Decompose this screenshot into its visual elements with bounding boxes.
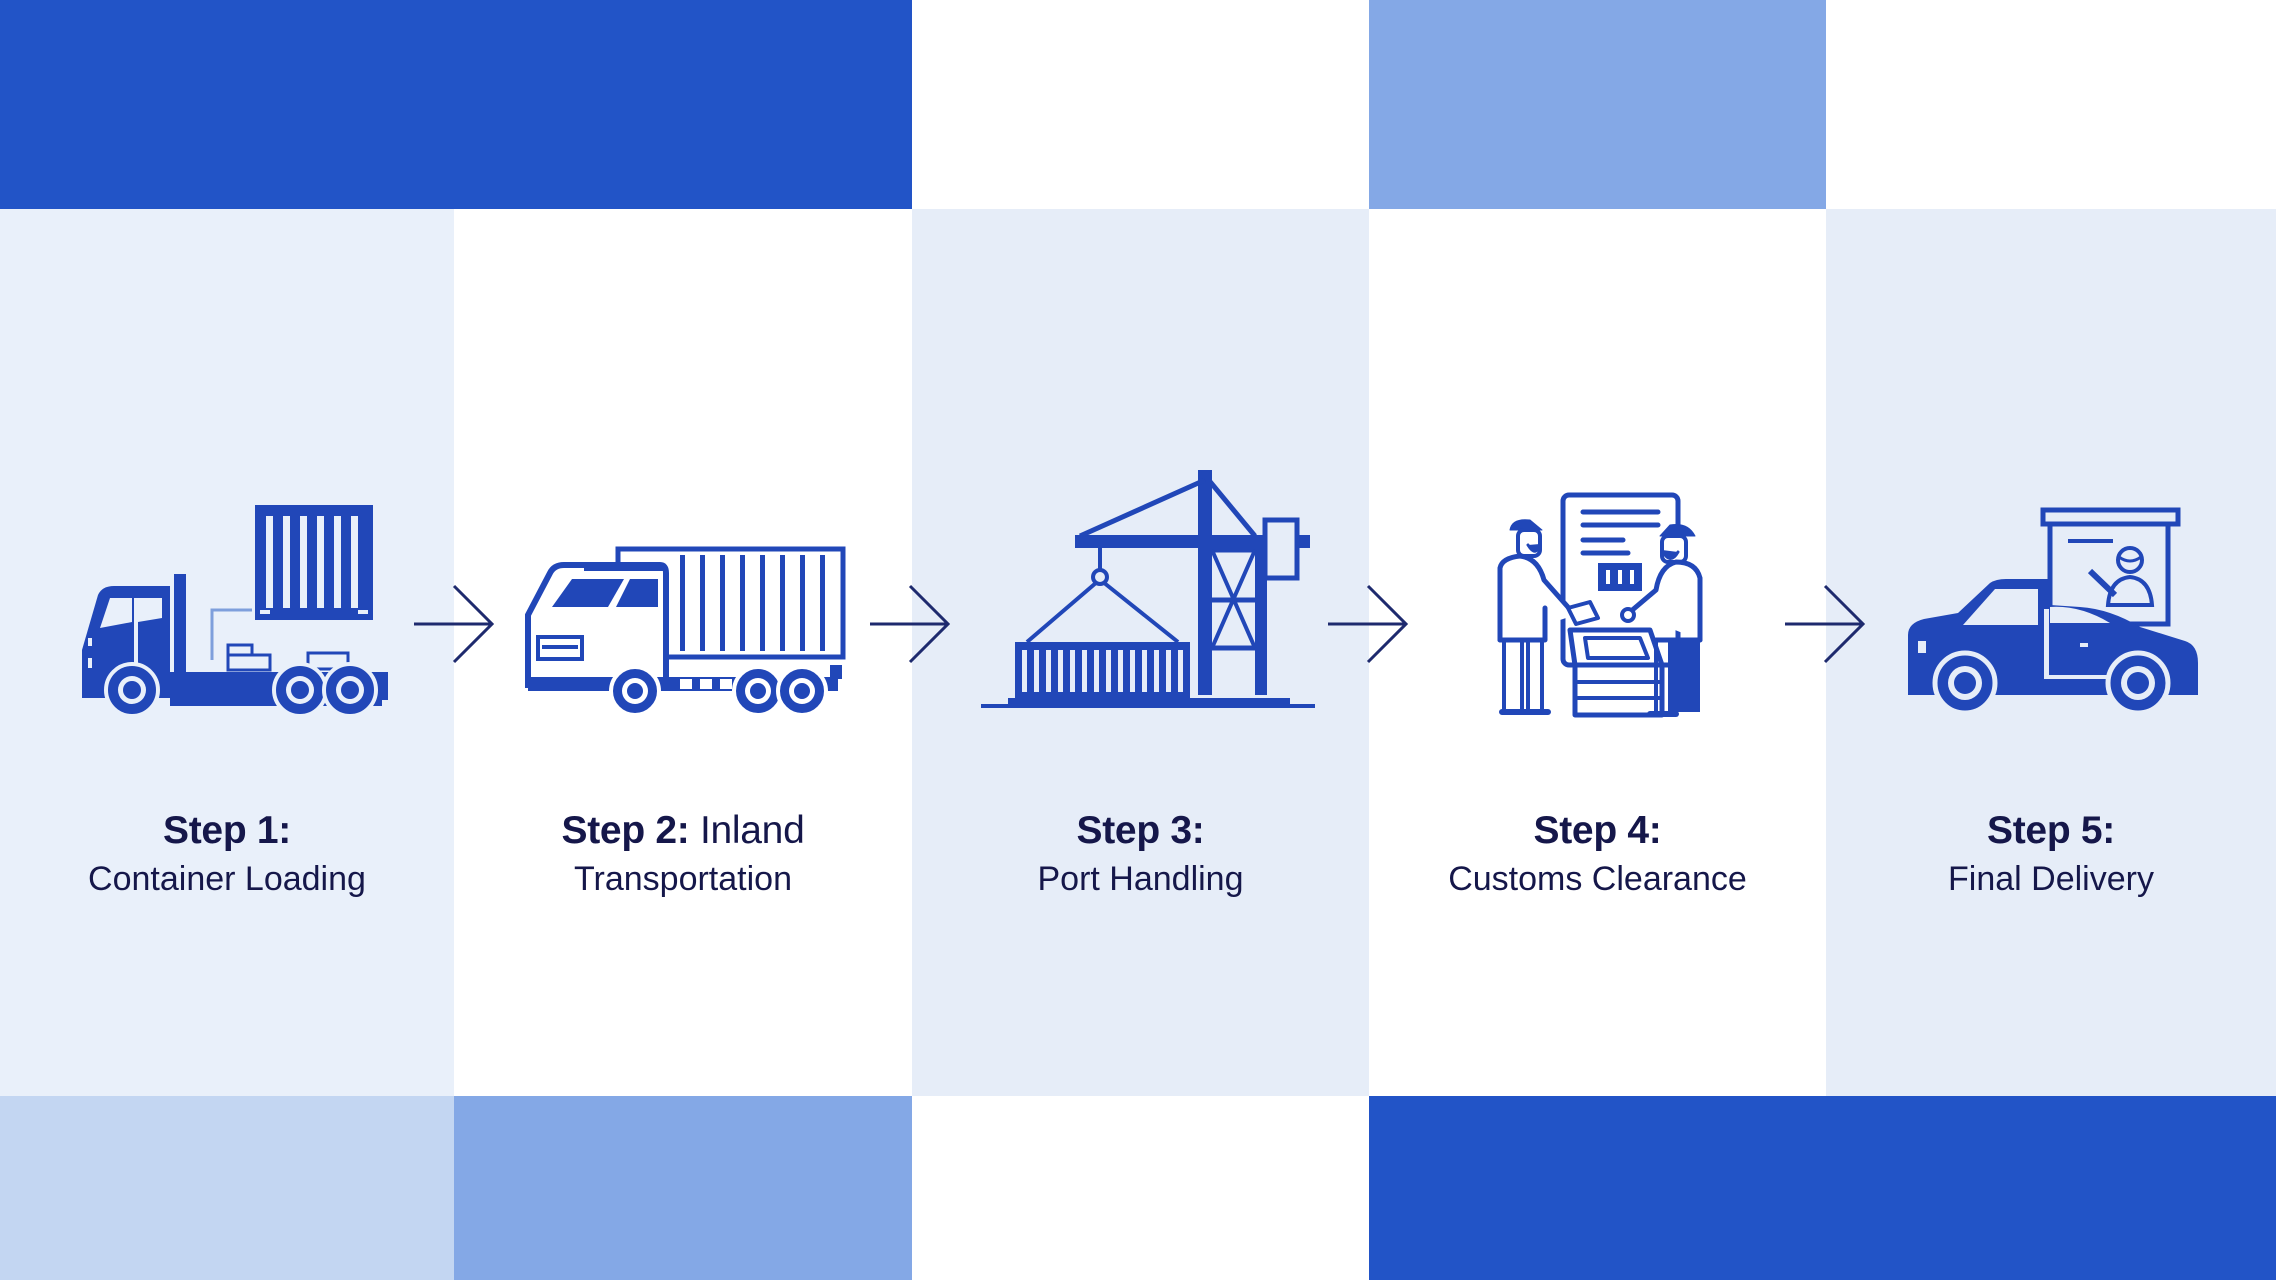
step-title: Step 3:: [912, 808, 1369, 854]
delivery-car-icon: [1900, 505, 2205, 715]
top-tile-4: [1369, 0, 1826, 209]
step-number: Step 5:: [1987, 809, 2115, 852]
step-number: Step 1:: [163, 809, 291, 852]
arrow-right-icon: [412, 584, 496, 664]
cargo-truck-icon: [520, 545, 850, 715]
step-number: Step 4:: [1533, 809, 1662, 852]
step-title: Step 1:: [0, 808, 454, 854]
step-title: Step 5:: [1826, 808, 2276, 854]
step-title: Step 4:: [1369, 808, 1826, 854]
step-2-label: Step 2: Inland Transportation: [454, 0, 912, 1280]
step-number: Step 3:: [1076, 809, 1205, 852]
step-number: Step 2:: [561, 809, 690, 852]
top-tile-1: [0, 0, 454, 209]
step-4-label: Step 4: Customs Clearance: [1369, 0, 1826, 1280]
arrow-right-icon: [1326, 584, 1410, 664]
step-title-rest: Inland: [689, 809, 805, 852]
arrow-right-icon: [868, 584, 952, 664]
port-crane-icon: [965, 470, 1315, 710]
bottom-tile-3: [912, 1096, 1369, 1280]
bottom-tile-5: [1826, 1096, 2276, 1280]
bottom-tile-1: [0, 1096, 454, 1280]
step-1-label: Step 1: Container Loading: [0, 0, 454, 1280]
top-tile-2: [454, 0, 912, 209]
step-subtitle: Customs Clearance: [1448, 860, 1747, 898]
top-tile-5: [1826, 0, 2276, 209]
step-title: Step 2: Inland: [454, 808, 912, 854]
step-subtitle: Final Delivery: [1948, 860, 2154, 898]
bottom-tile-4: [1369, 1096, 1826, 1280]
bottom-color-band: [0, 1096, 2276, 1280]
top-color-band: [0, 0, 2276, 209]
top-tile-3: [912, 0, 1369, 209]
arrow-right-icon: [1783, 584, 1867, 664]
step-3-label: Step 3: Port Handling: [912, 0, 1369, 1280]
step-5-label: Step 5: Final Delivery: [1826, 0, 2276, 1280]
truck-with-container-icon: [70, 500, 390, 715]
step-subtitle: Container Loading: [88, 860, 366, 898]
bottom-tile-2: [454, 1096, 912, 1280]
step-subtitle: Port Handling: [1037, 860, 1244, 898]
customs-officers-icon: [1480, 490, 1720, 725]
step-subtitle: Transportation: [574, 860, 792, 898]
